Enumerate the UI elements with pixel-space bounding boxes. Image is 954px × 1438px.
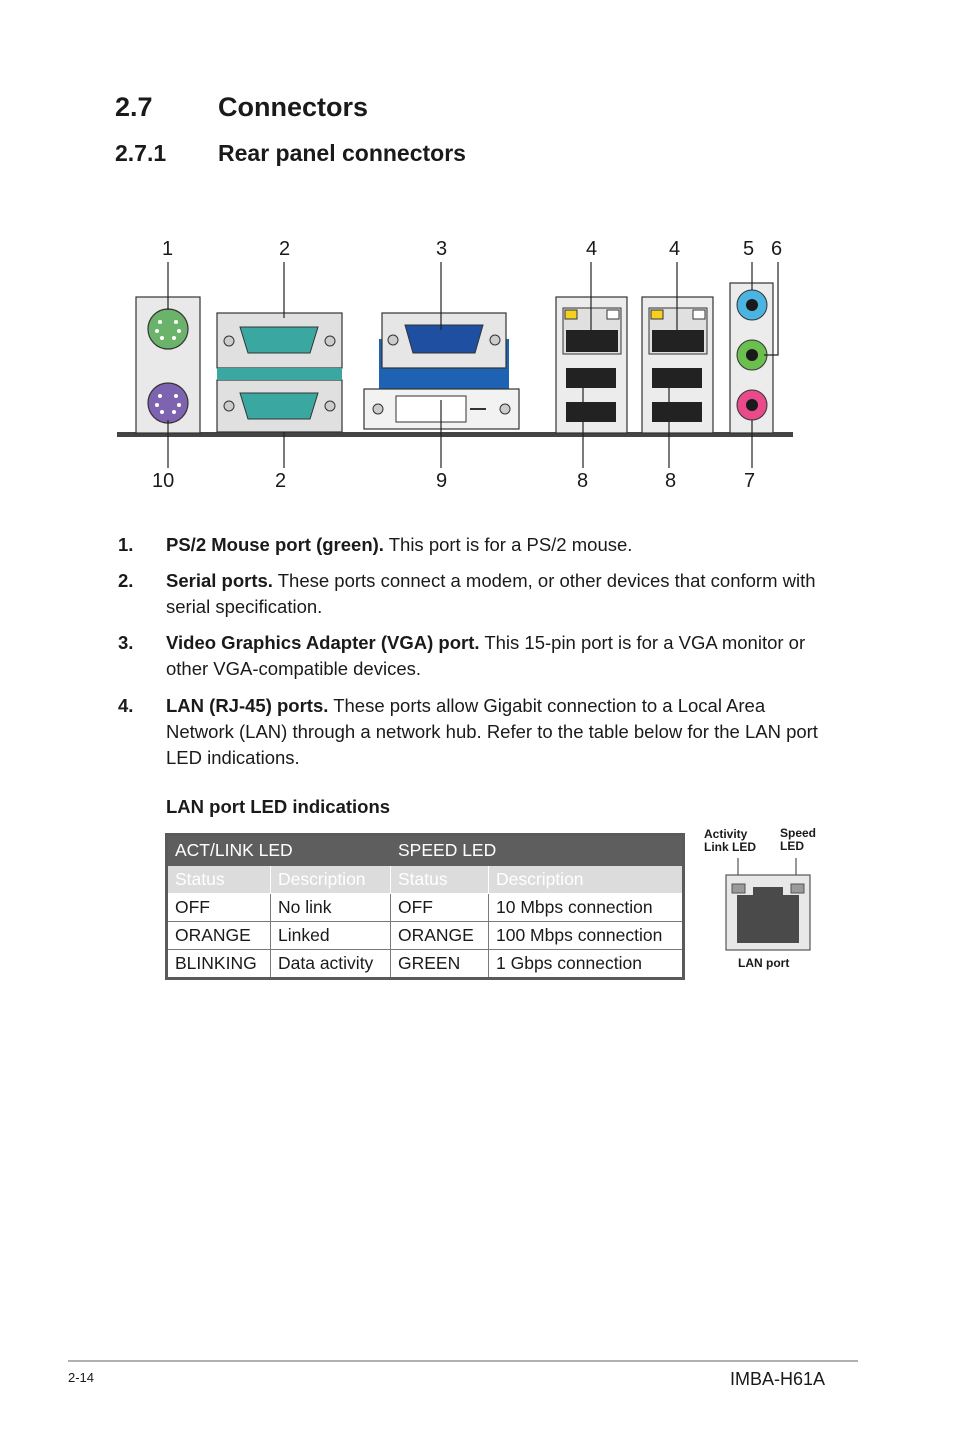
callout-label: 8 — [577, 470, 589, 492]
table-caption: LAN port LED indications — [166, 796, 391, 817]
table-cell: Linked — [270, 921, 391, 950]
callout-label: 7 — [744, 470, 756, 492]
callout-label: 1 — [162, 238, 174, 260]
table-cell: ORANGE — [166, 921, 271, 950]
callout-label: 9 — [436, 470, 448, 492]
callout-label: 4 — [586, 238, 598, 260]
table-cell: 10 Mbps connection — [488, 893, 684, 922]
callout-label: 2 — [279, 238, 291, 260]
activity-led-label: Activity Link LED — [704, 827, 757, 854]
led-indications-table: ACT/LINK LED SPEED LED Status Descriptio… — [165, 833, 685, 980]
item-text: These ports allow Gigabit connection to … — [166, 695, 818, 768]
table-cell: Data activity — [270, 949, 391, 979]
callout-label: 2 — [275, 470, 287, 492]
table-row: BLINKING Data activity GREEN 1 Gbps conn… — [166, 949, 684, 979]
table-row: OFF No link OFF 10 Mbps connection — [166, 893, 684, 922]
item-number: 2. — [118, 570, 134, 591]
serial-ports-icon — [216, 262, 343, 468]
callout-label: 5 — [743, 238, 755, 260]
item-text: This port is for a PS/2 mouse. — [383, 534, 633, 555]
list-item: 2. Serial ports. These ports connect a m… — [118, 568, 838, 620]
item-title: PS/2 Mouse port (green). — [166, 534, 384, 555]
table-cell: OFF — [166, 893, 271, 922]
list-item: 1. PS/2 Mouse port (green). This port is… — [118, 532, 838, 558]
item-number: 1. — [118, 534, 134, 555]
item-number: 3. — [118, 632, 134, 653]
lan-port-label: LAN port — [738, 956, 790, 970]
section-number: 2.7 — [115, 92, 153, 122]
item-title: Serial ports. — [166, 570, 273, 591]
callout-label: 3 — [436, 238, 448, 260]
subsection-title: Rear panel connectors — [218, 140, 466, 166]
speed-led-label: Speed LED — [780, 826, 817, 853]
table-cell: ORANGE — [390, 921, 489, 950]
column-header: Description — [488, 865, 684, 894]
column-header: Status — [390, 865, 489, 894]
list-item: 4. LAN (RJ-45) ports. These ports allow … — [118, 693, 838, 771]
section-title: Connectors — [218, 92, 369, 122]
audio-jacks-icon — [729, 262, 779, 468]
item-text: These ports connect a modem, or other de… — [166, 570, 816, 617]
table-cell: BLINKING — [166, 949, 271, 979]
lan-usb-stack-icon — [641, 262, 714, 468]
group-header: ACT/LINK LED — [166, 834, 391, 866]
page-number: 2-14 — [68, 1370, 95, 1385]
table-cell: GREEN — [390, 949, 489, 979]
table-cell: 100 Mbps connection — [488, 921, 684, 950]
footer-divider — [68, 1360, 858, 1362]
column-header: Status — [166, 865, 271, 894]
table-cell: No link — [270, 893, 391, 922]
table-row: ORANGE Linked ORANGE 100 Mbps connection — [166, 921, 684, 950]
item-title: LAN (RJ-45) ports. — [166, 695, 329, 716]
vga-port-icon — [363, 262, 520, 468]
callout-label: 8 — [665, 470, 677, 492]
ps2-ports-icon — [135, 262, 201, 468]
callout-label: 4 — [669, 238, 681, 260]
item-title: Video Graphics Adapter (VGA) port. — [166, 632, 480, 653]
column-header: Description — [270, 865, 391, 894]
group-header: SPEED LED — [390, 834, 684, 866]
lan-port-icon — [725, 858, 811, 951]
item-text: This 15-pin port is for a VGA monitor or… — [166, 632, 806, 679]
callout-label: 10 — [152, 470, 175, 492]
table-cell: OFF — [390, 893, 489, 922]
rear-panel-illustration — [117, 262, 793, 468]
lan-usb-stack-icon — [555, 262, 628, 468]
table-cell: 1 Gbps connection — [488, 949, 684, 979]
list-item: 3. Video Graphics Adapter (VGA) port. Th… — [118, 630, 838, 682]
item-number: 4. — [118, 695, 134, 716]
subsection-number: 2.7.1 — [115, 140, 167, 166]
model-name: IMBA-H61A — [730, 1369, 826, 1389]
callout-label: 6 — [771, 238, 783, 260]
